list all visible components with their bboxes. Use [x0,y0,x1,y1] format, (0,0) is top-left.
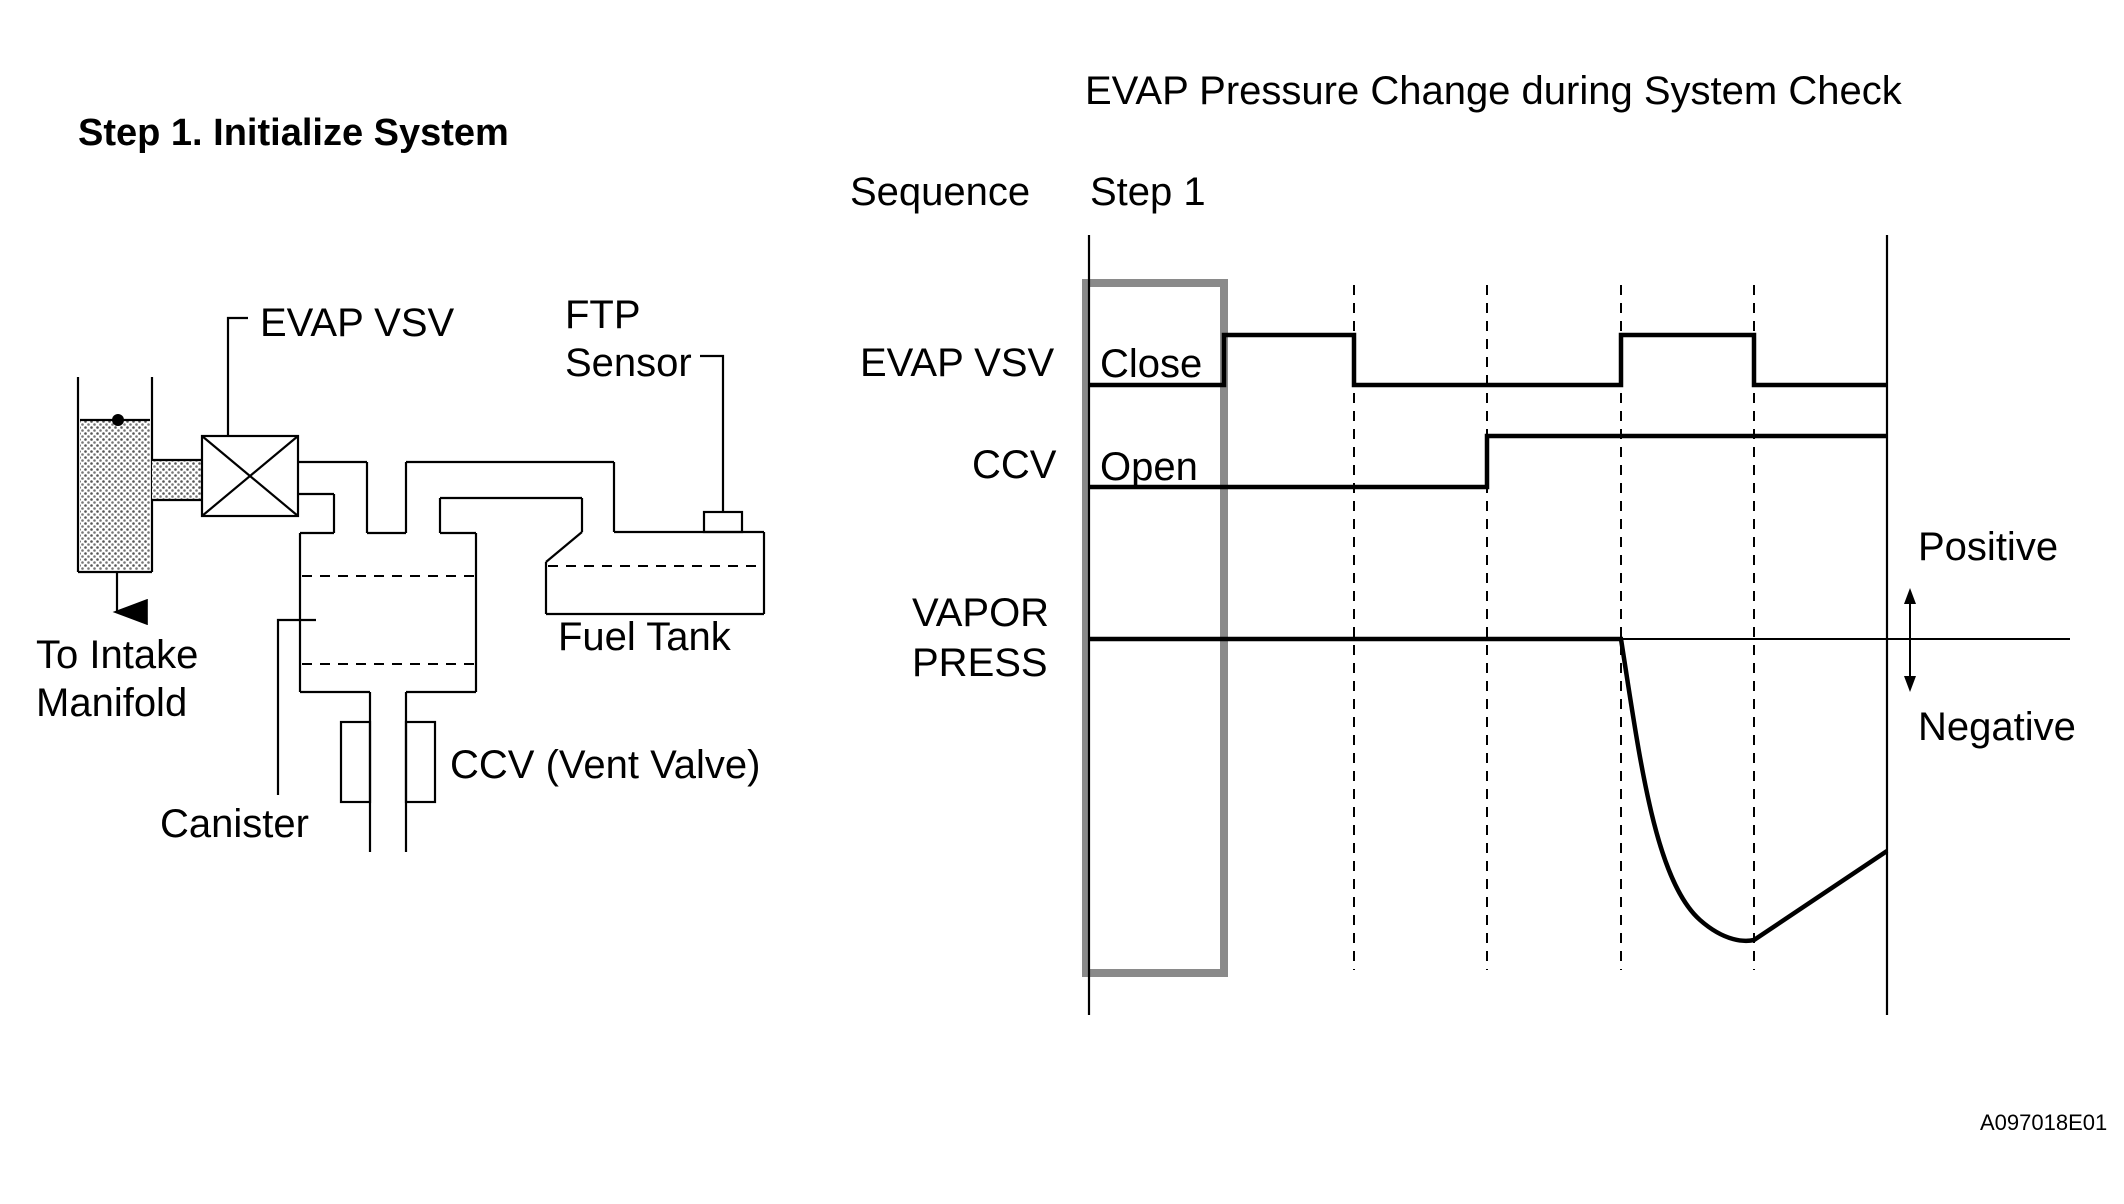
to-intake-label-line2: Manifold [36,681,187,725]
step1-label: Step 1 [1090,170,1206,214]
intake-manifold-pipe [76,377,202,626]
figure-code: A097018E01 [1980,1110,2107,1135]
canister-label: Canister [160,802,309,846]
row-label-vapor-line1: VAPOR [912,591,1049,635]
step-dividers [1353,285,1755,970]
row-label-vapor-line2: PRESS [912,641,1048,685]
sequence-label: Sequence [850,170,1030,214]
ftp-sensor [700,354,744,534]
step1-title: Step 1. Initialize System [78,112,509,154]
ccv-vent-label: CCV (Vent Valve) [450,743,761,787]
vsv-to-canister-pipe [298,460,369,533]
fuel-tank [544,530,766,616]
ftp-label-line1: FTP [565,293,641,337]
vapor-press-trace [1089,636,1889,944]
polarity-arrow [1904,588,1916,692]
ftp-label-line2: Sensor [565,341,692,385]
canister [276,531,478,795]
row-label-ccv: CCV [972,443,1057,487]
positive-label: Positive [1918,525,2058,569]
row-label-evap-vsv: EVAP VSV [860,341,1055,385]
fuel-tank-label: Fuel Tank [558,615,732,659]
evap-vsv-valve [200,316,300,518]
ccv-state-open: Open [1100,445,1198,489]
to-intake-label-line1: To Intake [36,633,198,677]
evap-vsv-state-close: Close [1100,342,1202,386]
ccv-trace [1089,433,1887,490]
step1-highlight-box [1082,279,1228,977]
canister-to-tank-pipe [404,460,616,533]
negative-label: Negative [1918,705,2076,749]
ccv-vent-valve [339,692,437,852]
evap-vsv-trace [1089,332,1887,388]
chart-title: EVAP Pressure Change during System Check [1085,69,1903,113]
evap-vsv-label: EVAP VSV [260,301,455,345]
